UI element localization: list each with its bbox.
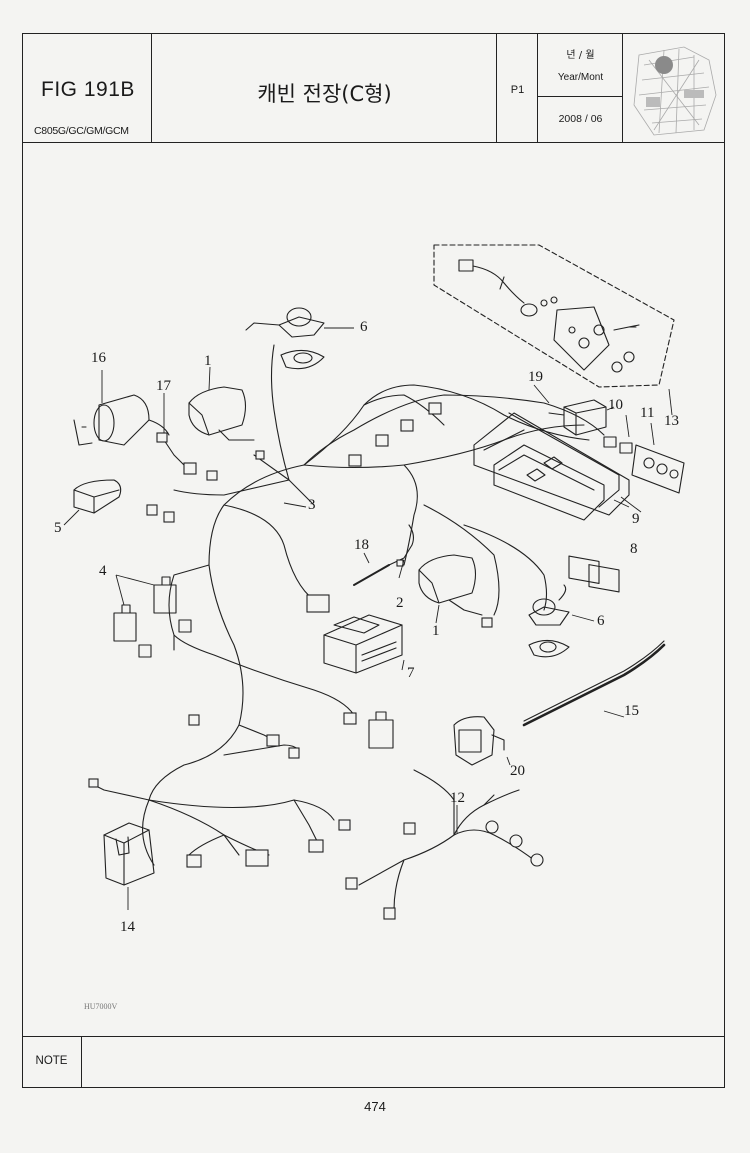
inset-frame [433,244,675,388]
machine-thumbnail-image [624,35,724,141]
harness-16 [358,829,535,886]
callout-9: 9 [632,511,640,527]
callout-4: 4 [99,563,107,579]
page-indicator: P1 [510,84,525,96]
callout-17: 13 [664,413,679,429]
callout-6-upper: 6 [360,319,368,335]
callout-8: 8 [630,541,638,557]
page-title: 캐빈 전장(C형) [257,82,392,106]
tweeter-6-upper [278,316,325,338]
panel-8 [493,444,605,521]
page-number: 474 [364,1099,386,1114]
year-month-label-ko: 년 / 월 [566,50,595,61]
speaker-1-lower [418,554,477,604]
speaker-1-upper [188,386,247,436]
title-block: FIG 191B C805G/GC/GM/GCM 캐빈 전장(C형) P1 년 … [22,33,725,143]
callout-1-lower: 1 [432,623,440,639]
year-month-label-en: Year/Mont [557,72,604,83]
model-codes: C805G/GC/GM/GCM [34,125,129,137]
callout-10: 10 [608,397,623,413]
lamp-15 [563,399,607,436]
callout-3: 3 [308,497,316,513]
callout-1-upper: 1 [204,353,212,369]
callout-12: 16 [91,350,106,366]
note-section: NOTE [22,1036,725,1088]
callout-5: 5 [54,520,62,536]
callout-15: 19 [528,369,543,385]
callout-2: 2 [396,595,404,611]
callout-20: 20 [510,763,525,779]
revision-date: 2008 / 06 [558,113,603,125]
wiring-diagram: 6 16 1 17 3 5 4 18 2 1 6 7 9 8 19 10 11 … [24,145,724,1035]
callout-7: 7 [407,665,415,681]
beacon-20 [453,716,495,766]
callout-14: 18 [354,537,369,553]
motor-12 [98,394,150,446]
callout-18: 14 [120,919,135,935]
switch-plate-11 [631,444,685,494]
relay-4b [153,584,177,614]
callout-16: 12 [450,790,465,806]
tweeter-6-lower [528,606,570,626]
radio-7 [323,614,403,674]
callout-11: 11 [640,405,655,421]
callout-13: 17 [156,378,171,394]
panel-9 [473,412,630,516]
cable-19 [522,643,666,727]
lamp-5 [73,479,122,514]
relay-4a [113,612,137,642]
sensor-14 [353,564,390,586]
note-label: NOTE [35,1055,68,1067]
callout-6-lower: 6 [597,613,605,629]
module-18 [103,822,155,886]
figure-number: FIG 191B [41,78,135,101]
diagram-drawing [63,244,685,920]
main-harness [142,464,305,866]
drawing-code: HU7000V [84,1002,118,1011]
callout-19: 15 [624,703,639,719]
